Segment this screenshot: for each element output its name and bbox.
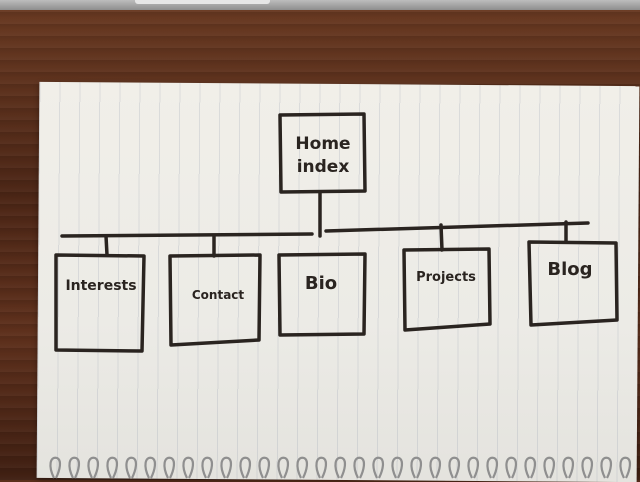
spiral-coil [49,456,62,479]
blog-box [527,240,619,327]
projects-label: Projects [416,270,476,285]
spiral-coil [467,456,480,479]
spiral-coil [220,456,233,479]
spiral-coil [201,456,214,479]
spiral-coil [125,456,138,479]
interests-stem-line [104,234,109,257]
bio-label: Bio [305,273,337,294]
spiral-coil [505,456,518,479]
contact-label: Contact [192,288,245,302]
projects-stem-line [439,223,444,252]
spiral-coil [68,456,81,479]
interests-label: Interests [65,278,136,294]
spiral-coil [410,456,423,479]
spiral-coil [562,456,575,479]
spiral-coil [448,456,461,479]
spiral-coil [277,456,290,479]
blog-label: Blog [547,259,592,280]
spiral-coil [315,456,328,479]
spiral-coil [87,456,100,479]
spiral-coil [581,456,594,479]
root-label-line2: index [297,157,350,177]
spiral-coil [600,456,613,479]
interests-box [54,253,146,353]
spiral-coil [258,456,271,479]
laptop-edge [0,0,640,10]
spiral-coil [486,456,499,479]
projects-box [402,247,492,332]
spiral-coil [619,456,632,479]
home-index-box [278,112,367,194]
contact-box [168,253,262,347]
spiral-coil [239,456,252,479]
spiral-coil [391,456,404,479]
spiral-coil [524,456,537,479]
spiral-coil [144,456,157,479]
spiral-coil [106,456,119,479]
spiral-coil [429,456,442,479]
spiral-coil [372,456,385,479]
spiral-coil [353,456,366,479]
left-branch-line [60,232,314,238]
root-label-line1: Home [295,134,350,154]
bio-box [277,252,367,337]
spiral-coil [543,456,556,479]
spiral-coil [182,456,195,479]
spiral-coil [163,456,176,479]
spiral-coil [334,456,347,479]
spiral-binding-icon [49,456,632,479]
right-branch-line [324,221,590,233]
spiral-coil [296,456,309,479]
connector-lines [60,190,590,258]
